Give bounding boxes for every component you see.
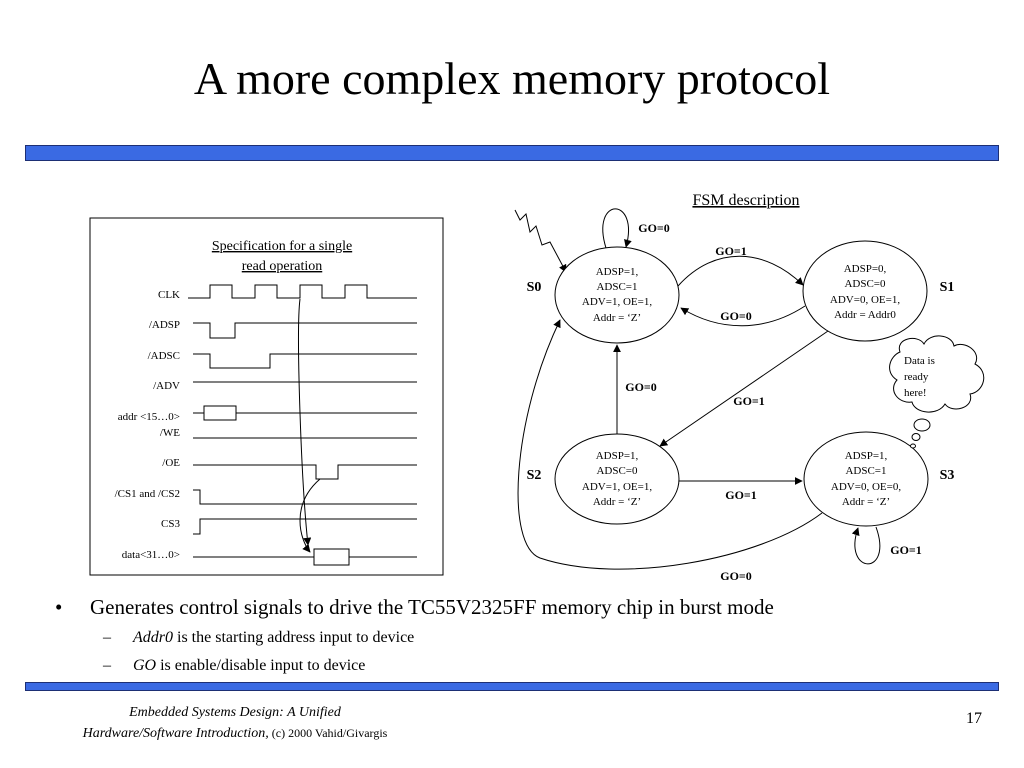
s3-line2: ADSC=1 <box>845 465 886 477</box>
transition-s0-s1 <box>677 255 804 287</box>
label-s3-self: GO=1 <box>890 543 922 557</box>
callout-cloud <box>889 335 985 413</box>
timing-frame <box>89 217 444 576</box>
timing-title-line1: Specification for a single <box>212 239 352 254</box>
sub-bullet-1: Addr0 is the starting address input to d… <box>133 629 833 647</box>
transition-s0-self <box>602 208 632 249</box>
sub-bullet-2: GO is enable/disable input to device <box>133 657 833 675</box>
callout-bubble-large <box>913 418 931 432</box>
timing-title-line2: read operation <box>242 259 322 274</box>
oe-label: /OE <box>162 457 180 469</box>
fsm-heading: FSM description <box>692 192 799 209</box>
clk-label: CLK <box>158 289 180 301</box>
transition-s3-s0 <box>517 319 823 570</box>
state-s3-circle <box>803 431 929 527</box>
s0-line1: ADSP=1, <box>596 266 639 278</box>
s3-line3: ADV=0, OE=0, <box>831 481 901 493</box>
label-s2-s3: GO=1 <box>725 488 757 502</box>
footer-citation: Embedded Systems Design: A Unified Hardw… <box>30 703 440 744</box>
sub-bullet-2-emphasis: GO <box>133 657 157 674</box>
memory-protocol-diagram: Specification for a single read operatio… <box>89 192 985 583</box>
s1-line3: ADV=0, OE=1, <box>830 294 900 306</box>
s3-line1: ADSP=1, <box>845 450 888 462</box>
callout-bubble-medium <box>911 433 921 441</box>
bullet-main: Generates control signals to drive the T… <box>90 595 774 619</box>
sub-bullet-1-emphasis: Addr0 <box>133 629 173 646</box>
bottom-divider-bar <box>25 682 999 691</box>
footer-line2-text: (c) 2000 Vahid/Givargis <box>268 726 388 740</box>
adsp-waveform <box>193 322 417 339</box>
cs1cs2-label: /CS1 and /CS2 <box>115 488 180 500</box>
callout-line1: Data is <box>904 355 935 367</box>
adsp-label: /ADSP <box>149 319 180 331</box>
transition-s3-self <box>851 526 881 565</box>
data-ready-callout: Data is ready here! <box>889 335 985 449</box>
state-s0-circle <box>554 246 680 344</box>
sub-bullet-2-dash: – <box>103 657 111 674</box>
state-s1-name: S1 <box>940 280 955 295</box>
state-s2-circle <box>554 433 680 525</box>
footer-line1: Embedded Systems Design: A Unified <box>129 705 341 720</box>
callout-line3: here! <box>904 387 927 399</box>
transition-s1-s2 <box>659 330 829 447</box>
state-s2-name: S2 <box>527 468 542 483</box>
adsc-waveform <box>193 353 417 369</box>
label-s0-s1: GO=1 <box>715 244 747 258</box>
sub-bullet-1-text: is the starting address input to device <box>173 629 415 646</box>
addr-valid-box <box>203 405 237 421</box>
data-valid-box <box>313 548 350 566</box>
s2-line4: Addr = ‘Z’ <box>593 496 641 508</box>
state-s0-name: S0 <box>527 280 542 295</box>
footer-line2-emphasis: Hardware/Software Introduction, <box>82 726 269 741</box>
state-s3-name: S3 <box>940 468 955 483</box>
addr-label: addr <15…0> <box>118 411 180 423</box>
s1-line2: ADSC=0 <box>844 278 886 290</box>
slide-title: A more complex memory protocol <box>193 53 831 104</box>
s1-line4: Addr = Addr0 <box>834 309 896 321</box>
timing-arrow-clk-to-data <box>298 298 312 546</box>
label-s3-s0: GO=0 <box>720 569 752 583</box>
s2-line3: ADV=1, OE=1, <box>582 481 652 493</box>
transition-s1-s0 <box>680 305 806 327</box>
page-number: 17 <box>966 710 982 727</box>
label-s2-s0: GO=0 <box>625 380 657 394</box>
top-divider-bar <box>25 145 999 161</box>
callout-line2: ready <box>904 371 929 383</box>
cs3-label: CS3 <box>161 518 180 530</box>
data-label: data<31…0> <box>122 549 180 561</box>
timing-diagram: Specification for a single read operatio… <box>89 217 444 576</box>
cs3-waveform <box>193 518 417 535</box>
adsc-label: /ADSC <box>148 350 180 362</box>
s0-line3: ADV=1, OE=1, <box>582 296 652 308</box>
s1-line1: ADSP=0, <box>844 263 887 275</box>
s3-line4: Addr = ‘Z’ <box>842 496 890 508</box>
sub-bullet-1-dash: – <box>103 629 111 646</box>
s0-line4: Addr = ‘Z’ <box>593 312 641 324</box>
adv-label: /ADV <box>153 380 180 392</box>
we-label: /WE <box>160 427 180 439</box>
sub-bullet-2-text: is enable/disable input to device <box>156 657 366 674</box>
label-s1-s2: GO=1 <box>733 394 765 408</box>
callout-bubble-small <box>910 443 916 449</box>
state-s1-circle <box>802 240 928 342</box>
s2-line2: ADSC=0 <box>596 465 638 477</box>
timing-arrow-oe-to-data <box>299 478 321 553</box>
label-s1-s0: GO=0 <box>720 309 752 323</box>
bullet-marker: • <box>55 595 63 619</box>
oe-waveform <box>193 464 417 480</box>
s0-line2: ADSC=1 <box>596 281 637 293</box>
s2-line1: ADSP=1, <box>596 450 639 462</box>
label-s0-self: GO=0 <box>638 221 670 235</box>
clk-waveform <box>188 284 417 299</box>
fsm-diagram: FSM description ADSP=1, ADSC=1 ADV=1, OE… <box>514 192 985 583</box>
start-arrow <box>514 209 567 273</box>
cs1cs2-waveform <box>193 489 417 505</box>
